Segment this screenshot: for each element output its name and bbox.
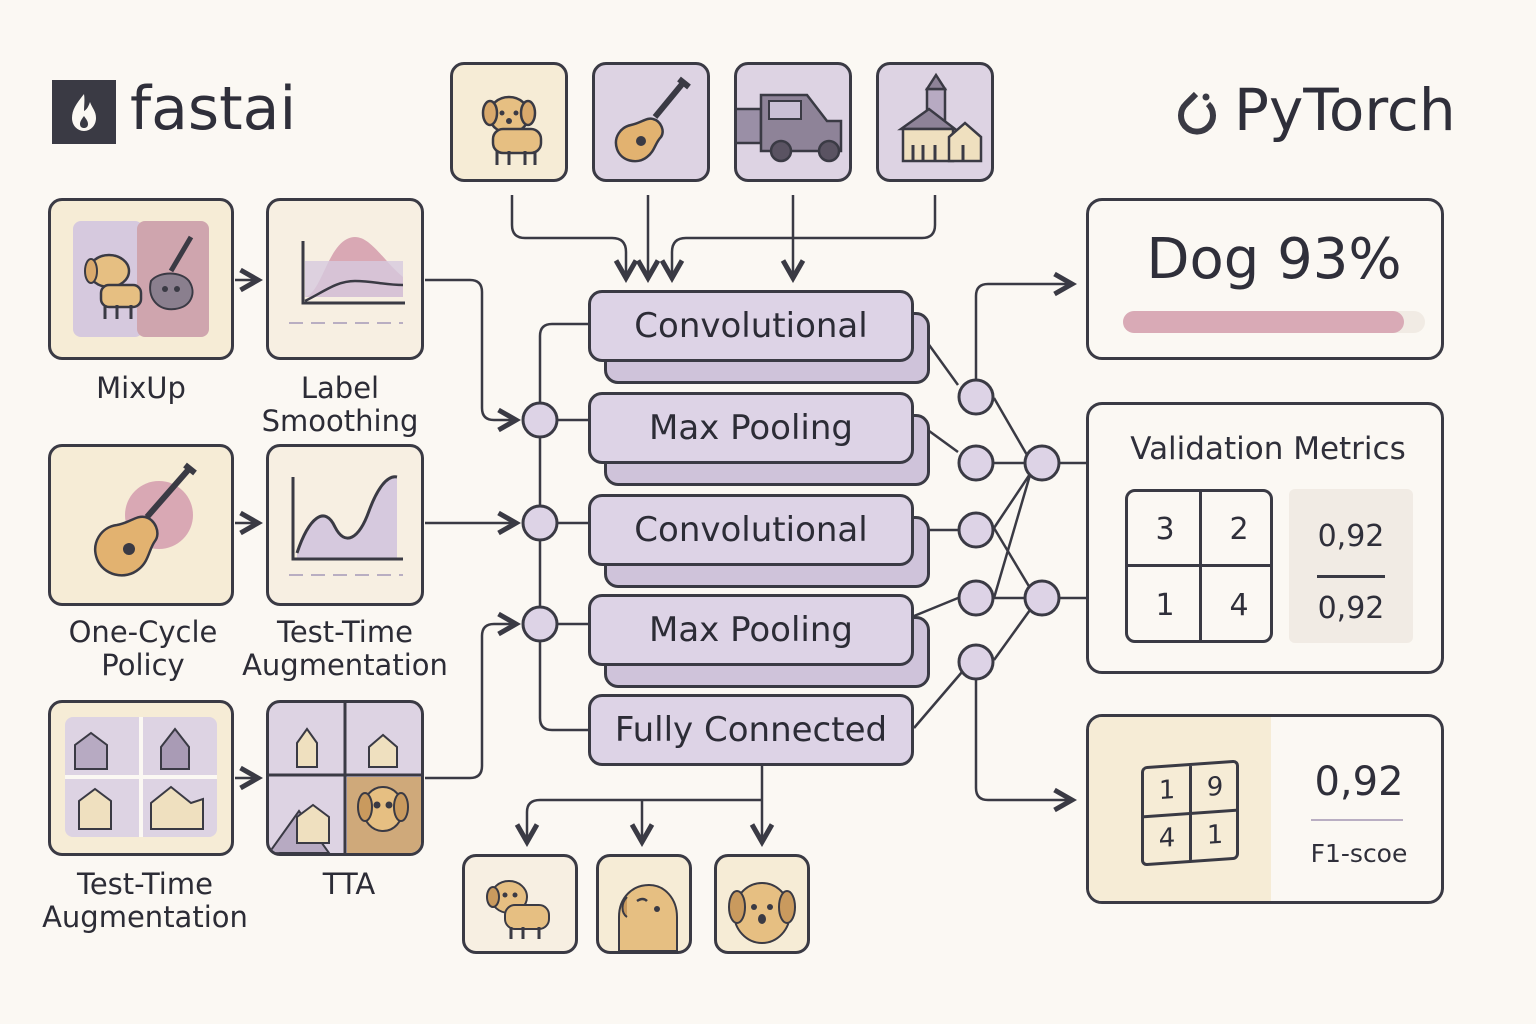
score-bottom: 0,92 <box>1317 591 1385 626</box>
f1-score: 0,92 <box>1314 759 1404 805</box>
output-image-dog-3 <box>714 854 810 954</box>
f1-divider <box>1311 819 1403 821</box>
church-icon <box>897 72 983 163</box>
prediction-label: Dog 93% <box>1146 227 1402 292</box>
input-image-guitar <box>592 62 710 182</box>
one-cycle-tile <box>48 444 234 606</box>
confidence-bar-track <box>1123 311 1425 333</box>
pytorch-flame-icon <box>1178 91 1216 135</box>
network-node <box>521 401 559 439</box>
f1-panel: 1 9 4 1 0,92 F1-scoe <box>1086 714 1444 904</box>
dog-icon <box>728 882 796 944</box>
church-grid-icon <box>65 717 217 837</box>
label-smoothing-tile <box>266 198 424 360</box>
output-image-dog-2 <box>596 854 692 954</box>
network-node <box>957 579 995 617</box>
network-node <box>1023 444 1061 482</box>
input-image-church <box>876 62 994 182</box>
input-image-truck <box>734 62 852 182</box>
f1-matrix-cell: 9 <box>1206 771 1224 803</box>
prediction-panel: Dog 93% <box>1086 198 1444 360</box>
score-box: 0,92 0,92 <box>1289 489 1413 643</box>
mixup-label: MixUp <box>96 371 186 405</box>
tta-dog-grid-icon <box>269 703 421 853</box>
input-image-dog <box>450 62 568 182</box>
score-top: 0,92 <box>1317 519 1385 554</box>
matrix-cell: 4 <box>1229 588 1249 623</box>
tta-grid-tile <box>266 700 424 856</box>
tta-chart-tile <box>266 444 424 606</box>
one-cycle-label: One-Cycle Policy <box>68 615 218 682</box>
guitar-icon <box>94 462 197 577</box>
matrix-cell: 2 <box>1229 512 1249 547</box>
f1-label: F1-scoe <box>1310 839 1408 868</box>
dog-icon <box>486 880 550 939</box>
pytorch-wordmark: PyTorch <box>1234 76 1456 144</box>
fastai-wordmark: fastai <box>130 74 297 144</box>
conv-layer-1: Convolutional <box>588 290 914 362</box>
max-pooling-layer-2: Max Pooling <box>588 594 914 666</box>
max-pooling-layer-1: Max Pooling <box>588 392 914 464</box>
network-node <box>957 511 995 549</box>
mixup-tile <box>48 198 234 360</box>
truck-icon <box>737 93 843 163</box>
matrix-cell: 1 <box>1155 588 1175 623</box>
validation-title: Validation Metrics <box>1130 431 1406 467</box>
f1-matrix-cell: 1 <box>1158 775 1176 807</box>
curve-chart-icon <box>289 475 403 576</box>
network-node <box>521 605 559 643</box>
tta-augment-tile <box>48 700 234 856</box>
score-divider <box>1317 575 1385 578</box>
f1-matrix-area: 1 9 4 1 <box>1089 717 1271 901</box>
output-image-dog-1 <box>462 854 578 954</box>
matrix-cell: 3 <box>1155 512 1175 547</box>
flame-icon <box>72 94 96 131</box>
confusion-matrix: 3 2 1 4 <box>1125 489 1273 643</box>
network-node <box>957 378 995 416</box>
dog-icon <box>481 95 543 165</box>
confidence-bar-fill <box>1123 311 1404 333</box>
dog-icon <box>618 883 678 951</box>
network-node <box>521 504 559 542</box>
network-node <box>1023 579 1061 617</box>
f1-matrix: 1 9 4 1 <box>1141 759 1239 867</box>
tta-mid-label: Test-Time Augmentation <box>242 615 448 682</box>
label-smoothing-label: Label Smoothing <box>261 371 419 438</box>
fastai-logo <box>52 80 116 144</box>
smoothed-curve-icon <box>289 237 405 324</box>
network-node <box>957 444 995 482</box>
mixup-dog-guitar-icon <box>73 221 209 337</box>
tta-full-label: Test-Time Augmentation <box>42 867 248 934</box>
network-node <box>957 643 995 681</box>
validation-metrics-panel: Validation Metrics 3 2 1 4 0,92 0,92 <box>1086 402 1444 674</box>
f1-matrix-cell: 4 <box>1158 823 1176 855</box>
conv-layer-2: Convolutional <box>588 494 914 566</box>
f1-matrix-cell: 1 <box>1206 819 1224 851</box>
tta-label: TTA <box>322 867 376 901</box>
guitar-icon <box>614 76 691 163</box>
fully-connected-layer: Fully Connected <box>588 694 914 766</box>
